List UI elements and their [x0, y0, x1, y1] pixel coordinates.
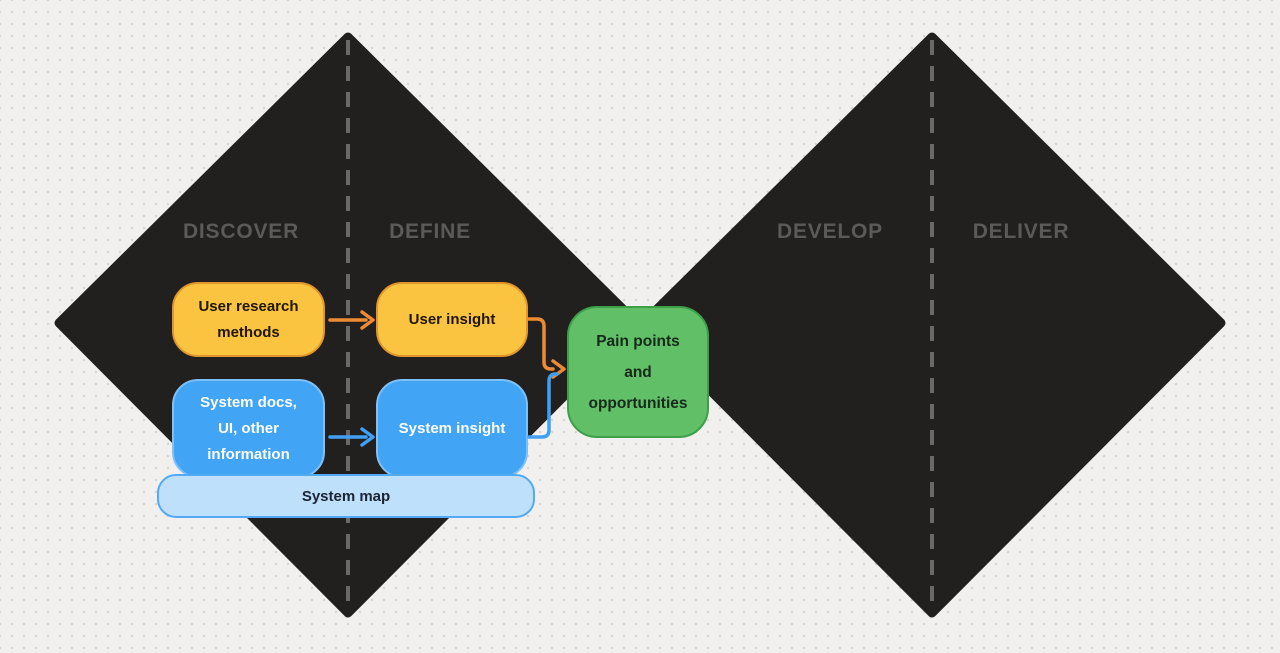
pain-points-opportunities-node[interactable]: Pain points and opportunities	[567, 306, 709, 438]
phase-label-discover[interactable]: DISCOVER	[182, 220, 300, 243]
node-label: User insight	[408, 310, 496, 328]
node-label-line: opportunities	[588, 394, 688, 412]
node-label: System insight	[398, 419, 506, 437]
phase-label-define[interactable]: DEFINE	[389, 220, 471, 243]
phase-label-develop[interactable]: DEVELOP	[777, 220, 883, 243]
node-label-line: and	[624, 363, 652, 381]
node-label-line: Pain points	[596, 332, 680, 350]
user-research-methods-node[interactable]: User research methods	[172, 282, 325, 357]
node-label-line: User research	[198, 297, 299, 315]
node-label: System map	[301, 487, 391, 505]
node-label-line: information	[207, 445, 290, 463]
develop-deliver-diamond[interactable]	[638, 32, 1226, 618]
system-map-node[interactable]: System map	[157, 474, 535, 518]
discover-define-diamond[interactable]	[54, 32, 642, 618]
system-insight-node[interactable]: System insight	[376, 379, 528, 478]
system-docs-node[interactable]: System docs, UI, other information	[172, 379, 325, 478]
user-insight-node[interactable]: User insight	[376, 282, 528, 357]
phase-label-deliver[interactable]: DELIVER	[972, 220, 1070, 243]
node-label-line: UI, other	[218, 419, 279, 437]
node-label-line: methods	[217, 323, 280, 341]
node-label-line: System docs,	[200, 393, 297, 411]
